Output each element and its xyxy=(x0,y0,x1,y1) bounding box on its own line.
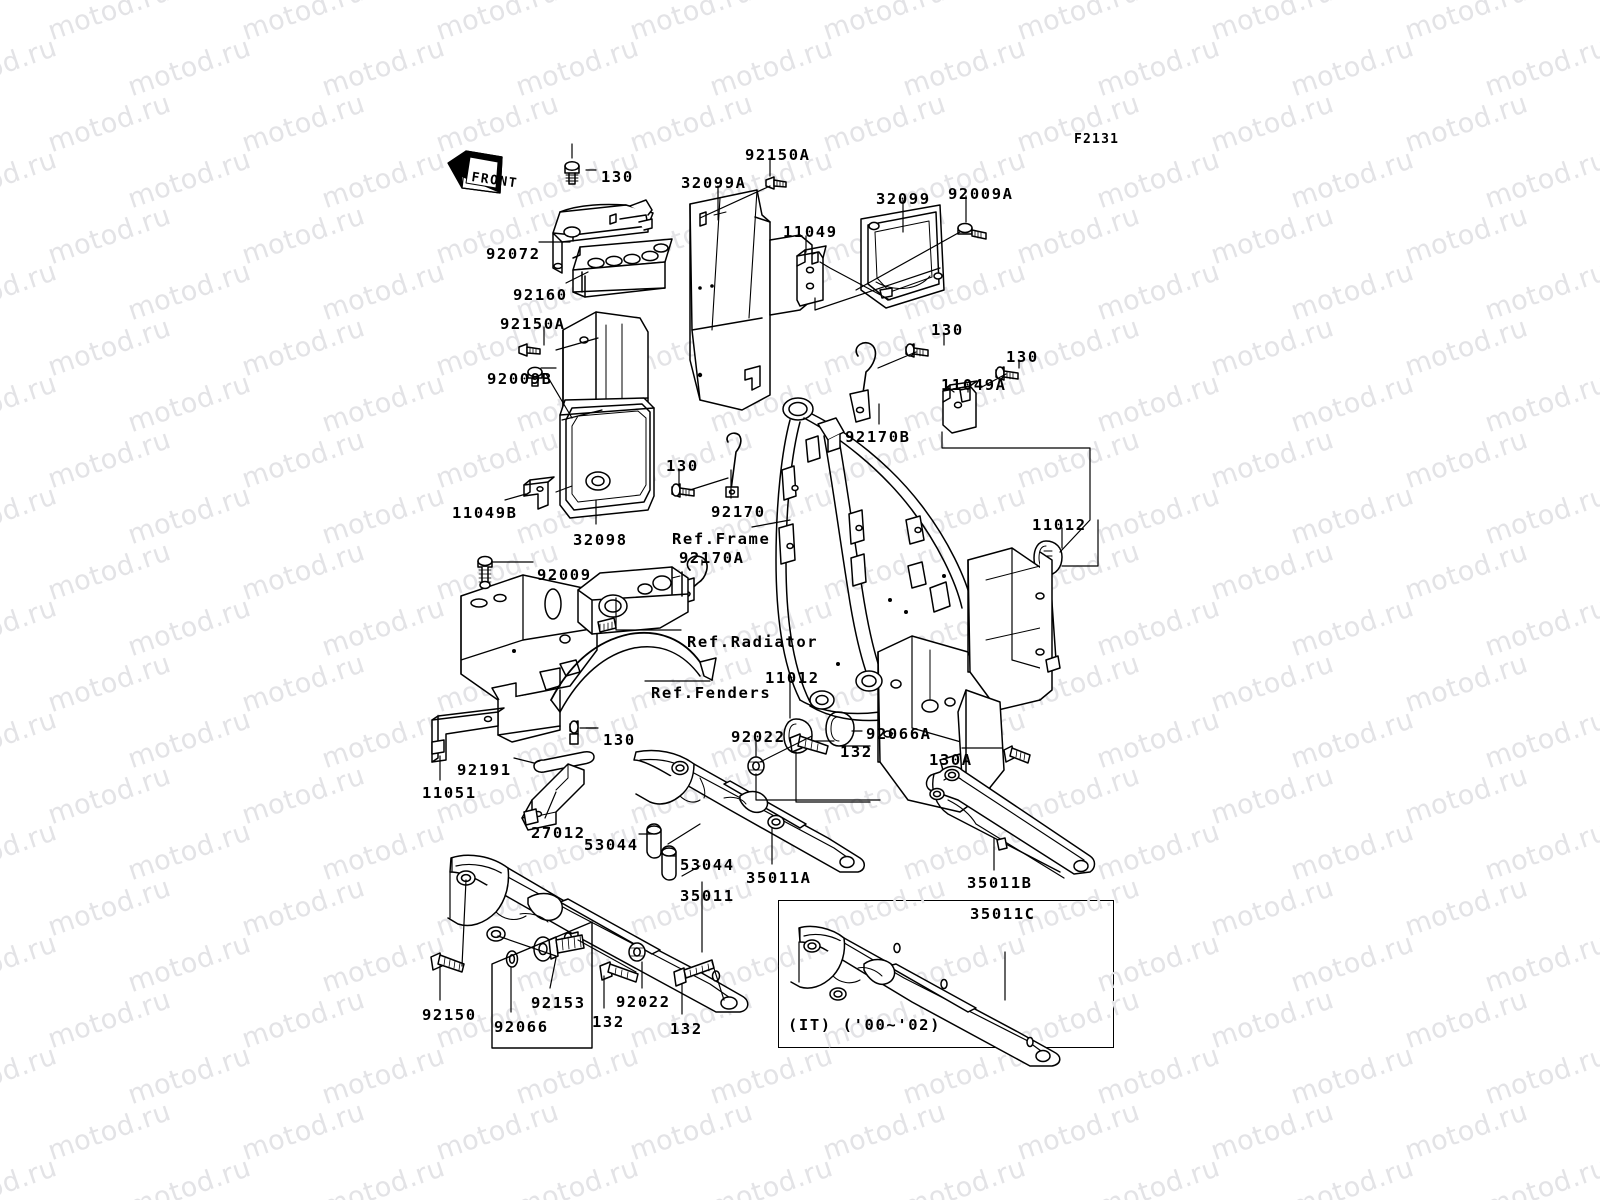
callout-92009a-c05: 92009A xyxy=(948,185,1014,203)
part-53044-damper-2 xyxy=(661,845,677,881)
part-132-bolt-bl xyxy=(599,961,639,983)
part-92150-bolt-bottom xyxy=(430,952,465,973)
leader-lines xyxy=(439,143,1099,1015)
callout-92072-c07: 92072 xyxy=(486,245,541,263)
callout-refradiator-c23: Ref.Radiator xyxy=(687,633,819,651)
part-32098-cover xyxy=(559,311,655,519)
group-box-92066 xyxy=(491,921,593,1049)
part-130-bolt-mid xyxy=(671,483,695,498)
part-130A-bolt xyxy=(1003,745,1031,764)
inset-caption: (IT) ('00~'02) xyxy=(788,1016,942,1034)
part-11049A-bracket xyxy=(942,380,978,434)
callout-92170b-c14: 92170B xyxy=(845,428,911,446)
callout-92191-c31: 92191 xyxy=(457,761,512,779)
callout-32099-c04: 32099 xyxy=(876,190,931,208)
callout-35011-c38: 35011 xyxy=(680,887,735,905)
callout-130-c11: 130 xyxy=(931,321,964,339)
part-53044-damper-1 xyxy=(646,823,662,859)
part-92066A-cap xyxy=(825,711,855,747)
part-32099-cover xyxy=(860,204,945,309)
callout-11051-c32: 11051 xyxy=(422,784,477,802)
inset-box-35011C xyxy=(778,900,1114,1048)
part-rear-fender xyxy=(550,631,717,713)
callout-130-c30: 130 xyxy=(603,731,636,749)
inset-part-number: 35011C xyxy=(970,905,1036,923)
part-11051-bracket xyxy=(431,707,505,763)
part-battery-tray xyxy=(460,574,598,743)
callout-32099a-c03: 32099A xyxy=(681,174,747,192)
part-92009B-screw xyxy=(527,366,543,387)
part-92170B-clamp xyxy=(849,341,877,423)
part-92009A-screw xyxy=(957,222,987,240)
diagram-code: F2131 xyxy=(1074,132,1120,147)
callout-130a-c29: 130A xyxy=(929,751,973,769)
part-92072-bracket xyxy=(552,199,654,274)
part-ref-radiator xyxy=(577,566,689,635)
callout-132-c44: 132 xyxy=(670,1020,703,1038)
callout-53044-c35: 53044 xyxy=(680,856,735,874)
part-27012-bracket xyxy=(521,763,585,831)
part-35011-guard xyxy=(447,854,749,1013)
callout-11012-c25: 11012 xyxy=(765,669,820,687)
callout-refframe-c17: Ref.Frame xyxy=(672,530,771,548)
callout-92170a-c18: 92170A xyxy=(679,549,745,567)
part-130-bolt-27012 xyxy=(569,720,597,745)
callout-132-c42: 132 xyxy=(592,1013,625,1031)
callout-92150a-c02: 92150A xyxy=(745,146,811,164)
part-35011A-guard xyxy=(633,749,865,873)
part-92150A-bolt-top xyxy=(765,176,787,190)
part-35011C-guard xyxy=(790,925,1061,1067)
callout-92170-c16: 92170 xyxy=(711,503,766,521)
callout-132-c28: 132 xyxy=(840,743,873,761)
part-132-bolt-mid xyxy=(789,733,829,755)
part-130-bolt-top xyxy=(564,161,597,185)
callout-32098-c21: 32098 xyxy=(573,531,628,549)
callout-130-c15: 130 xyxy=(666,457,699,475)
callout-130-c01: 130 xyxy=(601,168,634,186)
callout-11012-c19: 11012 xyxy=(1032,516,1087,534)
callout-27012-c33: 27012 xyxy=(531,824,586,842)
callout-11049a-c13: 11049A xyxy=(941,376,1007,394)
part-main-frame xyxy=(775,397,1061,813)
callout-92022-c43: 92022 xyxy=(616,993,671,1011)
part-11049-bracket xyxy=(796,245,827,307)
callout-11049-c06: 11049 xyxy=(783,223,838,241)
part-11049B-bracket xyxy=(523,476,555,510)
callout-92153-c41: 92153 xyxy=(531,994,586,1012)
part-92150A-bolt-left xyxy=(518,343,541,357)
callout-92160-c08: 92160 xyxy=(513,286,568,304)
part-92153-bolt xyxy=(533,934,585,962)
callout-reffenders-c24: Ref.Fenders xyxy=(651,684,772,702)
callout-92009-c22: 92009 xyxy=(537,566,592,584)
callout-92150a-c09: 92150A xyxy=(500,315,566,333)
callout-35011b-c37: 35011B xyxy=(967,874,1033,892)
part-92022-washer-bottom xyxy=(628,942,646,962)
callout-92066-c40: 92066 xyxy=(494,1018,549,1036)
part-92160-holder xyxy=(572,238,673,298)
part-35011B-guard xyxy=(925,765,1096,879)
callout-92150-c39: 92150 xyxy=(422,1006,477,1024)
svg-text:FRONT: FRONT xyxy=(470,170,518,191)
part-92191-tube xyxy=(533,751,595,773)
front-arrow-icon: FRONT xyxy=(447,150,519,194)
callout-130-c12: 130 xyxy=(1006,348,1039,366)
callout-92066a-c26: 92066A xyxy=(866,725,932,743)
callout-92009b-c10: 92009B xyxy=(487,370,553,388)
callout-11049b-c20: 11049B xyxy=(452,504,518,522)
callout-53044-c34: 53044 xyxy=(584,836,639,854)
part-92170-clamp xyxy=(725,432,742,498)
callout-92022-c27: 92022 xyxy=(731,728,786,746)
callout-35011a-c36: 35011A xyxy=(746,869,812,887)
